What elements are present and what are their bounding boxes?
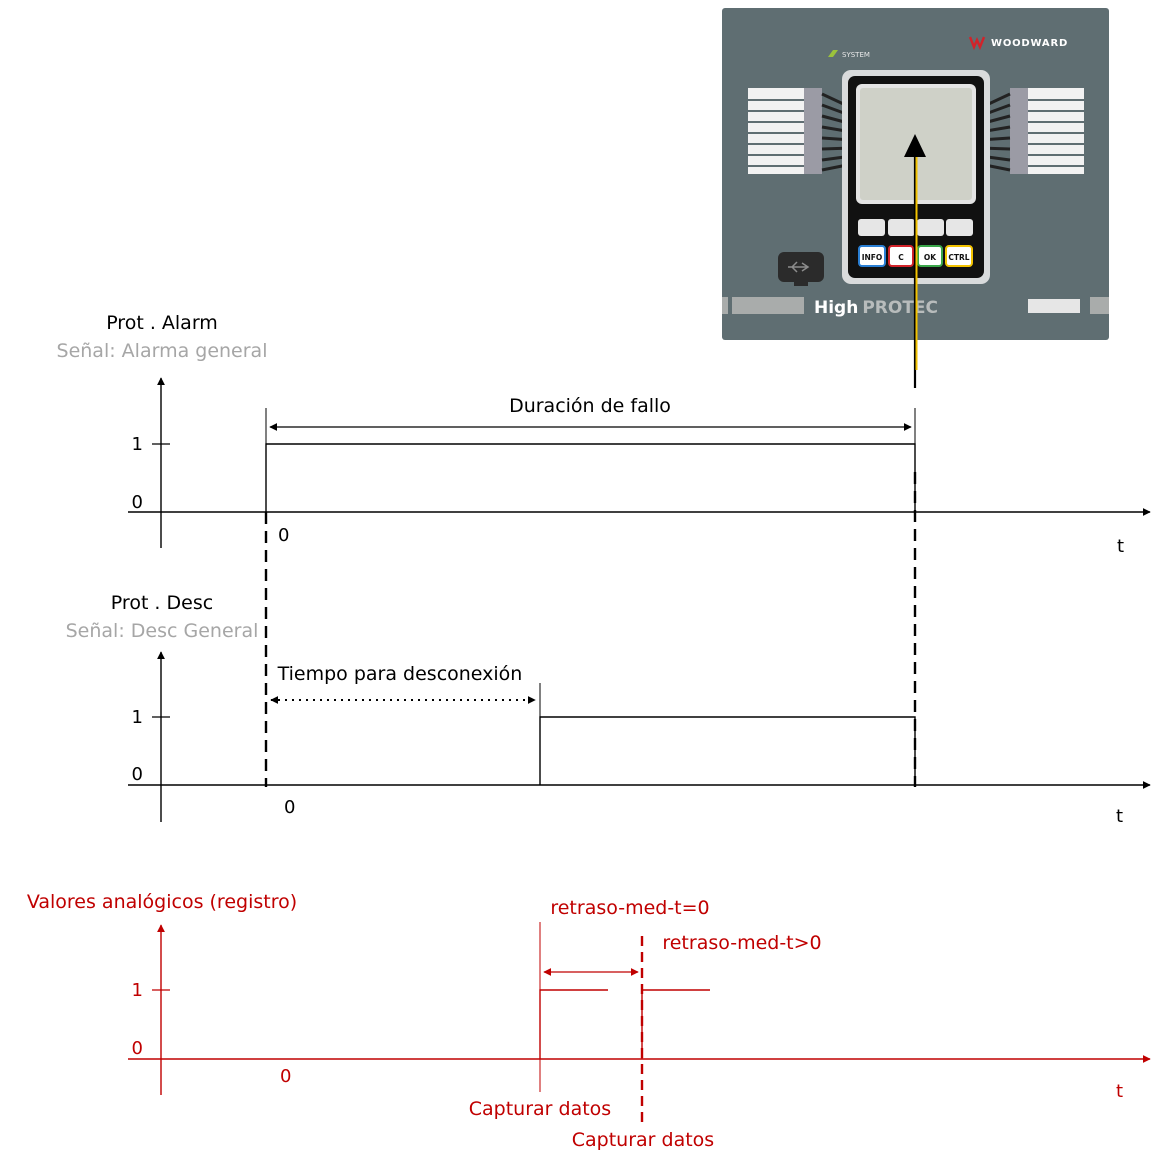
trip-subtitle: Señal: Desc General: [66, 620, 259, 642]
analog-x-origin: 0: [280, 1066, 291, 1087]
woodward-logo-icon: [968, 36, 986, 51]
system-label: SYSTEM: [842, 51, 870, 59]
capture-data-label-2: Capturar datos: [572, 1129, 714, 1151]
left-led-strip: [748, 88, 853, 174]
ok-button-label: OK: [924, 253, 937, 262]
alarm-subtitle: Señal: Alarma general: [57, 340, 268, 362]
function-buttons: INFO C OK CTRL: [858, 245, 973, 267]
trip-time-label: Tiempo para desconexión: [277, 663, 523, 685]
usb-port-icon: [778, 252, 824, 286]
capture-data-label-1: Capturar datos: [469, 1098, 611, 1120]
alarm-title: Prot . Alarm: [106, 312, 218, 334]
system-led-icon: [828, 50, 838, 57]
analog-x-label: t: [1116, 1081, 1123, 1102]
delay-positive-label: retraso-med-t>0: [662, 932, 821, 954]
alarm-y-hi: 1: [132, 434, 143, 455]
trip-x-label: t: [1116, 806, 1123, 827]
alarm-signal: [265, 443, 916, 512]
analog-chart: Valores analógicos (registro) 1 0 0 t re…: [27, 891, 1151, 1151]
info-button[interactable]: [858, 245, 886, 267]
trip-y-hi: 1: [132, 707, 143, 728]
alarm-chart: Prot . Alarm Señal: Alarma general 1 0 0…: [57, 312, 1151, 557]
trip-y-lo: 0: [132, 764, 143, 785]
ctrl-button[interactable]: [945, 245, 973, 267]
brand-name: WOODWARD: [991, 38, 1068, 49]
fault-duration-label: Duración de fallo: [509, 395, 671, 417]
trip-title: Prot . Desc: [111, 592, 213, 614]
alarm-x-origin: 0: [278, 525, 289, 546]
analog-signal-immediate: [539, 989, 608, 1059]
analog-signal-delayed: [641, 989, 710, 1059]
softkey-row: [858, 219, 973, 236]
delay-zero-label: retraso-med-t=0: [550, 897, 709, 919]
trip-chart: Prot . Desc Señal: Desc General 1 0 0 t …: [66, 592, 1151, 827]
softkey-2[interactable]: [888, 219, 915, 236]
analog-y-hi: 1: [132, 980, 143, 1001]
info-button-label: INFO: [862, 253, 883, 262]
softkey-4[interactable]: [946, 219, 973, 236]
arrow-up-icon: [904, 134, 926, 157]
trip-signal: [539, 716, 916, 785]
clear-button[interactable]: [888, 245, 914, 267]
alarm-x-label: t: [1117, 536, 1124, 557]
device-panel: WOODWARD SYSTEM: [722, 8, 1109, 388]
analog-title: Valores analógicos (registro): [27, 891, 297, 913]
ctrl-button-label: CTRL: [948, 253, 969, 262]
softkey-1[interactable]: [858, 219, 885, 236]
ok-button[interactable]: [917, 245, 943, 267]
clear-button-label: C: [898, 253, 904, 262]
trip-x-origin: 0: [284, 797, 295, 818]
analog-y-lo: 0: [132, 1038, 143, 1059]
softkey-3[interactable]: [917, 219, 944, 236]
alarm-y-lo: 0: [132, 492, 143, 513]
